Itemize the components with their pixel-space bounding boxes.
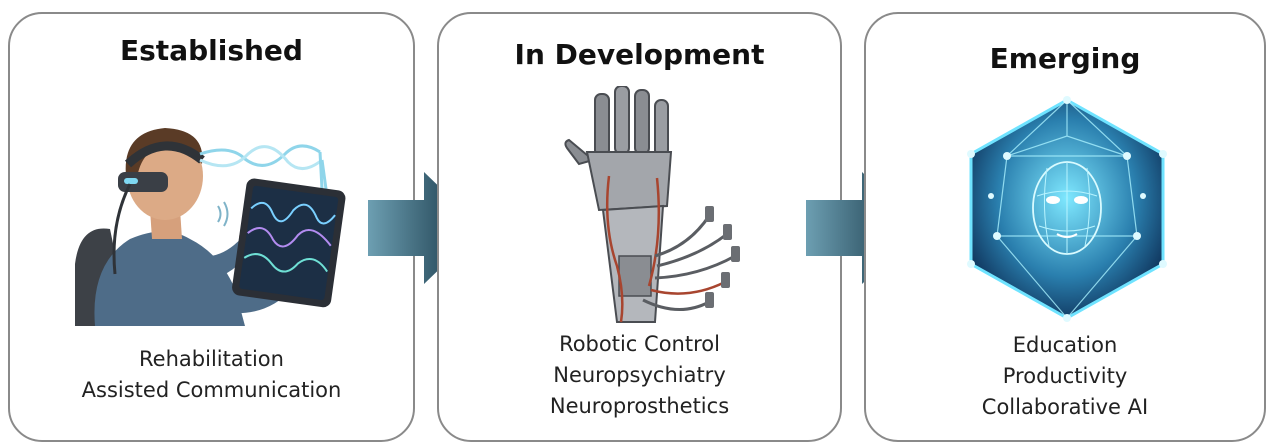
stage-item: Productivity [866, 361, 1264, 392]
stage-item: Education [866, 330, 1264, 361]
stage-panel-established: Established [8, 12, 415, 442]
stage-title: Emerging [866, 42, 1264, 75]
stage-panel-in-development: In Development Robotic Control Neuropsyc… [437, 12, 842, 442]
stage-item: Collaborative AI [866, 392, 1264, 423]
stage-items: Education Productivity Collaborative AI [866, 330, 1264, 423]
stage-item: Neuroprosthetics [439, 391, 840, 422]
robotic-hand-with-cables-illustration [559, 86, 759, 326]
stage-items: Robotic Control Neuropsychiatry Neuropro… [439, 329, 840, 422]
stage-item: Rehabilitation [10, 344, 413, 375]
person-eeg-headset-tablet-illustration [70, 114, 360, 326]
stage-item: Robotic Control [439, 329, 840, 360]
stage-panel-emerging: Emerging Education P [864, 12, 1266, 442]
stage-title: In Development [439, 38, 840, 71]
stage-items: Rehabilitation Assisted Communication [10, 344, 413, 406]
digital-ai-head-hexagon-illustration [967, 96, 1167, 322]
stage-item: Neuropsychiatry [439, 360, 840, 391]
stage-item: Assisted Communication [10, 375, 413, 406]
stage-title: Established [10, 34, 413, 67]
